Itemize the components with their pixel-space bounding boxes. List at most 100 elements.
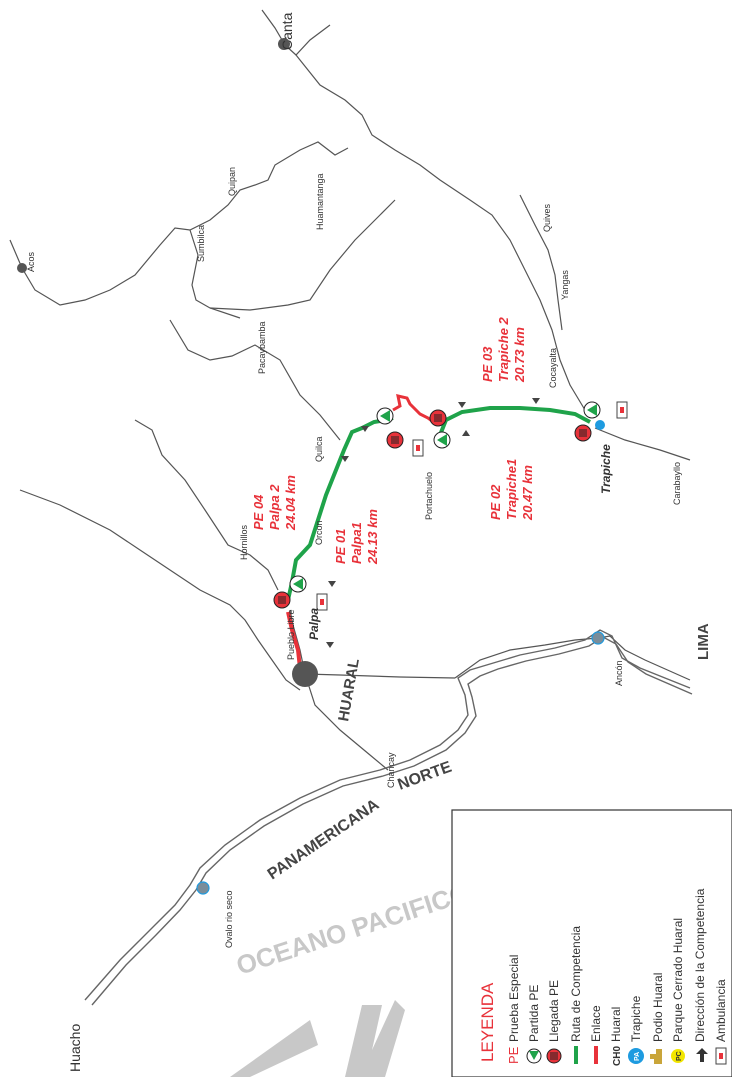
competition-route-trapiche <box>438 406 591 436</box>
label-quives: Quives <box>542 203 552 232</box>
legend-label-trapiche: Trapiche <box>629 995 643 1042</box>
road-network <box>9 9 691 771</box>
label-palpa: Palpa <box>307 608 321 640</box>
label-pacaybamba: Pacaybamba <box>257 321 267 374</box>
pa-icon <box>628 1048 644 1064</box>
ambulance-icon <box>412 439 424 457</box>
ocean-decoration <box>230 1000 405 1077</box>
road-west-ridge <box>19 489 301 691</box>
label-trapiche: Trapiche <box>599 444 613 494</box>
label-lima: LIMA <box>695 623 712 660</box>
checker-pattern <box>391 436 399 444</box>
pe01-line3: 24.13 km <box>365 509 380 565</box>
arrow-icon <box>341 456 349 462</box>
pe02-line3: 20.47 km <box>520 465 535 521</box>
legend-symbol-pc: PC <box>676 1051 683 1061</box>
acos-dot <box>17 263 27 273</box>
road-canta-north <box>261 9 331 56</box>
pe03-line1: PE 03 <box>480 346 495 382</box>
podio-step <box>650 1054 662 1059</box>
label-huaral: HUARAL <box>335 657 363 722</box>
pe02-line2: Trapiche1 <box>504 459 519 520</box>
ambulance-icon <box>316 593 328 611</box>
label-hornillos: Hornillos <box>239 524 249 560</box>
label-huacho: Huacho <box>67 1024 83 1072</box>
pe04-line2: Palpa 2 <box>267 484 282 530</box>
road-hornillos <box>134 419 279 591</box>
label-carabayllo: Carabayllo <box>672 462 682 505</box>
stage-labels: PE 03 Trapiche 2 20.73 km PE 02 Trapiche… <box>251 316 535 565</box>
start-flag-mark <box>380 410 390 422</box>
arrow-icon <box>532 398 540 404</box>
road-huamantanga <box>209 199 396 311</box>
road-pacaybamba <box>169 319 341 441</box>
road-sumbilca <box>189 229 241 319</box>
legend-label-llegada: Llegada PE <box>547 980 561 1042</box>
stage-pe03: PE 03 Trapiche 2 20.73 km <box>480 316 527 383</box>
label-yangas: Yangas <box>560 270 570 300</box>
label-huamantanga: Huamantanga <box>315 173 325 230</box>
stage-pe01: PE 01 Palpa1 24.13 km <box>333 509 380 565</box>
pe03-line3: 20.73 km <box>512 327 527 383</box>
label-orcon: Orcon <box>314 520 324 545</box>
legend-label-ambulancia: Ambulancia <box>714 979 728 1042</box>
road-canta-south <box>295 54 586 411</box>
legend-symbol-ch0: CH0 <box>612 1046 623 1066</box>
road-acos <box>9 141 349 306</box>
legend-label-huaral: Huaral <box>609 1007 623 1042</box>
podio-step <box>654 1059 662 1064</box>
legend-title: LEYENDA <box>478 982 497 1062</box>
podio-step <box>656 1049 662 1054</box>
legend-label-prueba-especial: Prueba Especial <box>507 955 521 1042</box>
ovalo-rio-seco-dot <box>196 881 210 895</box>
arrow-icon <box>458 402 466 408</box>
pe01-line1: PE 01 <box>333 529 348 564</box>
pe04-line3: 24.04 km <box>283 475 298 531</box>
pe04-line1: PE 04 <box>251 494 266 530</box>
ambulance-cross <box>719 1053 723 1059</box>
trapiche-dot <box>595 420 605 430</box>
pe01-line2: Palpa1 <box>349 522 364 564</box>
arrow-icon <box>462 430 470 436</box>
canta-dot <box>278 38 290 50</box>
ruta-swatch <box>574 1046 578 1064</box>
legend-label-ruta: Ruta de Competencia <box>569 926 583 1042</box>
legend-label-parque-cerrado: Parque Cerrado Huaral <box>671 918 685 1042</box>
enlace-swatch <box>594 1046 598 1064</box>
label-acos: Acos <box>26 251 36 272</box>
road-huaral-ancon <box>304 673 456 679</box>
label-quilca: Quilca <box>314 436 324 462</box>
liaison-huaral-palpa <box>286 611 302 669</box>
label-panamericana: PANAMERICANA <box>265 796 383 883</box>
competition-route <box>286 416 394 601</box>
place-labels: Canta Acos Quipan Sumbilca Huamantanga Q… <box>26 12 712 1072</box>
stage-markers <box>273 401 601 609</box>
arrow-icon <box>328 581 336 587</box>
liaison-portachuelo <box>392 394 437 426</box>
ancon-dot <box>591 631 605 645</box>
ambulance-legend-icon <box>715 1047 727 1065</box>
podio-icon <box>650 1049 662 1064</box>
label-ovalo-rio-seco: Ovalo rio seco <box>224 890 234 948</box>
checker-pattern <box>579 429 587 437</box>
label-sumbilca: Sumbilca <box>196 225 206 262</box>
start-flag-mark <box>437 434 447 446</box>
label-cocayalta: Cocayalta <box>548 348 558 388</box>
ocean-shape <box>345 1000 405 1077</box>
legend: LEYENDA PE Prueba Especial Partida PE Ll… <box>451 809 732 1077</box>
legend-symbol-pa: PA <box>634 1052 641 1061</box>
ambulances <box>316 401 628 611</box>
road-quives <box>519 194 563 331</box>
ambulance-icon <box>616 401 628 419</box>
legend-label-enlace: Enlace <box>589 1005 603 1042</box>
label-pueblo-libre: Pueblo Libre <box>286 609 296 660</box>
legend-box <box>451 809 732 1077</box>
legend-label-direccion: Dirección de la Competencia <box>693 888 707 1042</box>
ocean-shape <box>230 1020 318 1077</box>
legend-label-podio: Podio Huaral <box>651 973 665 1042</box>
pc-icon <box>671 1049 685 1063</box>
label-norte: NORTE <box>396 759 455 794</box>
label-oceano-pacifico: OCEANO PACIFICO <box>233 877 474 981</box>
stage-pe04: PE 04 Palpa 2 24.04 km <box>251 475 298 531</box>
label-portachuelo: Portachuelo <box>424 472 434 520</box>
